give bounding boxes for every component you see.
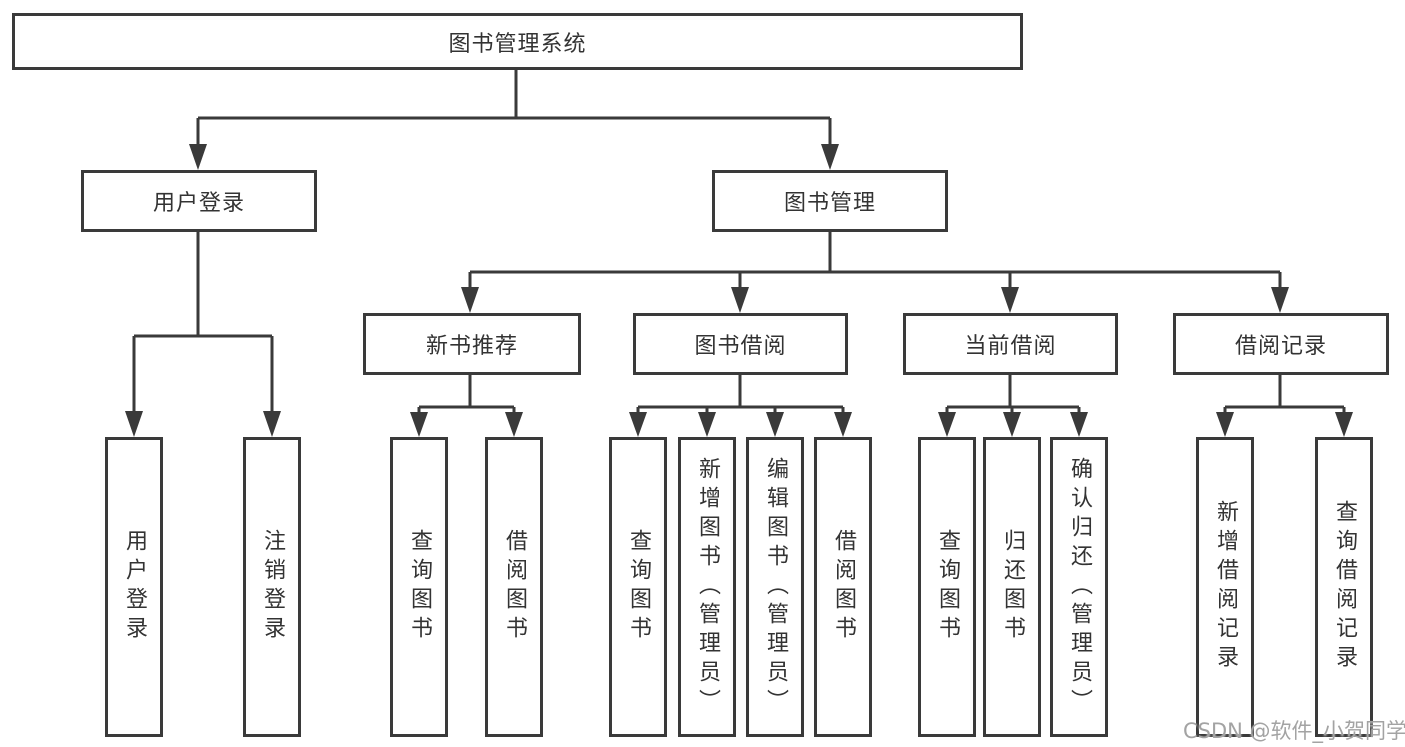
leaf-query-borrow-record: 查询借阅记录 <box>1315 437 1373 737</box>
leaf-query-books-borrow: 查询图书 <box>609 437 667 737</box>
borrowing-records-node: 借阅记录 <box>1173 313 1389 375</box>
leaf-add-borrow-record: 新增借阅记录 <box>1196 437 1254 737</box>
book-management-node: 图书管理 <box>712 170 948 232</box>
leaf-label: 借阅图书 <box>831 529 856 645</box>
root-node-label: 图书管理系统 <box>448 31 587 57</box>
book-borrowing-label: 图书借阅 <box>694 334 787 359</box>
leaf-label: 新增借阅记录 <box>1213 500 1238 674</box>
leaf-return-book: 归还图书 <box>983 437 1041 737</box>
leaf-label: 查询图书 <box>407 529 432 645</box>
new-book-recommendation-label: 新书推荐 <box>425 334 518 359</box>
leaf-label: 新增图书（管理员） <box>695 456 720 718</box>
book-management-node-label: 图书管理 <box>783 191 876 216</box>
leaf-label: 查询图书 <box>935 529 960 645</box>
leaf-query-books-recommend: 查询图书 <box>390 437 448 737</box>
leaf-borrow-books-recommend: 借阅图书 <box>485 437 543 737</box>
leaf-edit-book-admin: 编辑图书（管理员） <box>746 437 804 737</box>
leaf-label: 编辑图书（管理员） <box>763 456 788 718</box>
leaf-confirm-return-admin: 确认归还（管理员） <box>1050 437 1108 737</box>
leaf-label: 用户登录 <box>122 529 147 645</box>
borrowing-records-label: 借阅记录 <box>1234 334 1327 359</box>
leaf-label: 查询图书 <box>626 529 651 645</box>
leaf-label: 借阅图书 <box>502 529 527 645</box>
csdn-watermark: CSDN @软件_小贺同学 <box>1183 719 1405 743</box>
leaf-user-login: 用户登录 <box>105 437 163 737</box>
leaf-label: 归还图书 <box>1000 529 1025 645</box>
user-login-node-label: 用户登录 <box>152 191 245 216</box>
leaf-borrow-books-borrow: 借阅图书 <box>814 437 872 737</box>
current-borrowing-label: 当前借阅 <box>964 334 1057 359</box>
leaf-logout: 注销登录 <box>243 437 301 737</box>
leaf-label: 注销登录 <box>260 529 285 645</box>
root-node: 图书管理系统 <box>12 13 1023 70</box>
leaf-query-books-current: 查询图书 <box>918 437 976 737</box>
leaf-label: 查询借阅记录 <box>1332 500 1357 674</box>
leaf-label: 确认归还（管理员） <box>1067 456 1092 718</box>
new-book-recommendation-node: 新书推荐 <box>363 313 581 375</box>
user-login-node: 用户登录 <box>81 170 317 232</box>
current-borrowing-node: 当前借阅 <box>903 313 1118 375</box>
leaf-add-book-admin: 新增图书（管理员） <box>678 437 736 737</box>
book-borrowing-node: 图书借阅 <box>633 313 848 375</box>
